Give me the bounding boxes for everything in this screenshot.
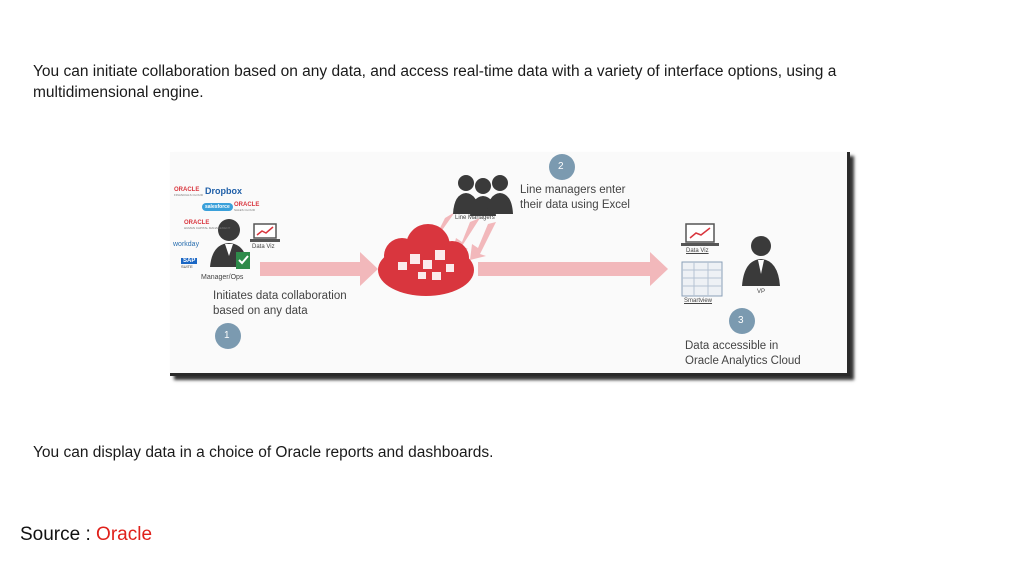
step-1-badge <box>215 323 241 349</box>
oracle-sales-logo: ORACLE SALES CLOUD <box>234 202 260 212</box>
data-accessible-caption-line1: Data accessible in <box>685 340 779 352</box>
line-managers-caption-line1: Line managers enter <box>520 184 626 196</box>
diagram-graphics <box>210 154 780 349</box>
oracle-hcm-logo: ORACLE HUMAN CAPITAL MANAGEMENT <box>184 220 231 230</box>
smartview-label: Smartview <box>684 298 713 304</box>
source-prefix: Source : <box>20 524 97 545</box>
arrow-left-to-cloud <box>260 252 378 286</box>
vp-label: VP <box>757 289 766 295</box>
cloud-icon <box>378 224 474 296</box>
line-managers-icon <box>453 175 513 216</box>
step-2-number: 2 <box>558 161 564 172</box>
arrow-cloud-to-right <box>478 252 668 286</box>
laptop-icon-left <box>250 223 280 242</box>
data-viz-label-left: Data Viz <box>252 244 275 250</box>
salesforce-logo: salesforce <box>202 203 233 211</box>
outro-text: You can display data in a choice of Orac… <box>33 444 494 461</box>
smartview-sheet-icon <box>681 261 723 297</box>
excel-doc-icon <box>236 252 250 269</box>
initiates-caption-line2: based on any data <box>213 305 308 317</box>
step-2-badge <box>549 154 575 180</box>
manager-ops-label: Manager/Ops <box>201 274 244 281</box>
collaboration-diagram: ORACLE FINANCIALS CLOUD Dropbox salesfor… <box>170 152 850 376</box>
intro-text: You can initiate collaboration based on … <box>33 63 837 101</box>
initiates-caption-line1: Initiates data collaboration <box>213 290 347 302</box>
data-viz-label-right: Data Viz <box>686 248 709 254</box>
source-line: Source : Oracle <box>20 524 152 546</box>
workday-logo: workday <box>173 241 200 248</box>
laptop-icon-right <box>681 223 719 246</box>
vp-person-icon <box>742 236 780 286</box>
oracle-financials-logo: ORACLE FINANCIALS CLOUD <box>174 187 204 197</box>
source-link[interactable]: Oracle <box>96 524 153 545</box>
step-1-number: 1 <box>224 330 230 341</box>
step-3-badge <box>729 308 755 334</box>
data-accessible-caption-line2: Oracle Analytics Cloud <box>685 355 801 367</box>
dropbox-logo: Dropbox <box>205 186 242 196</box>
sap-logo: SAP SUITE <box>181 258 198 269</box>
line-managers-caption-line2: their data using Excel <box>520 199 630 211</box>
step-3-number: 3 <box>738 315 744 326</box>
line-managers-label: Line Managers <box>455 215 495 221</box>
